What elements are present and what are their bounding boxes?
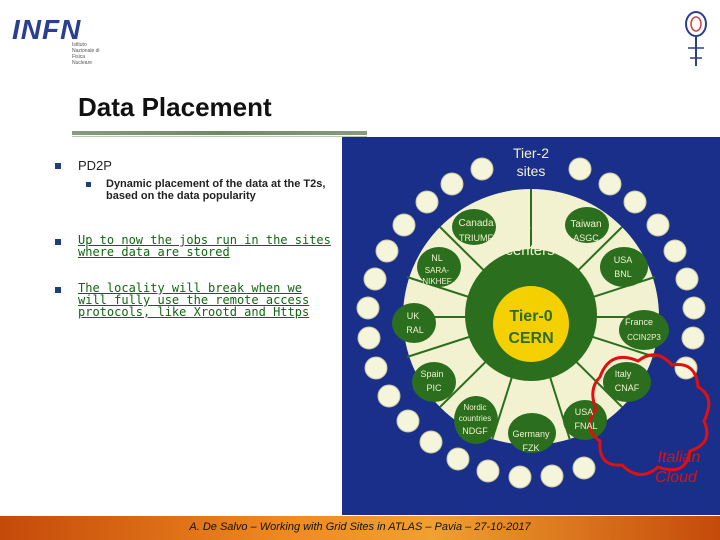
- infn-logo: INFN Istituto Nazionale di Fisica Nuclea…: [8, 14, 103, 66]
- tier0-label-line1: Tier-0: [509, 308, 552, 325]
- bullet-marker: [55, 287, 61, 293]
- tier1-label-line2: centers: [505, 242, 554, 259]
- footer-bar: [0, 516, 720, 540]
- tier2-label-line2: sites: [517, 163, 546, 179]
- site-canada-center: TRIUMF: [459, 233, 493, 243]
- site-uk-center: RAL: [406, 325, 424, 335]
- infn-logo-mark: INFN: [12, 14, 82, 45]
- title-underline-thin: [72, 136, 367, 137]
- tier2-label-line1: Tier-2: [513, 145, 549, 161]
- site-usa-bnl-name: USA: [614, 255, 633, 265]
- tier0-label-line2: CERN: [508, 330, 553, 347]
- site-nordic-name-2: countries: [459, 414, 491, 423]
- italian-cloud-label-1: Italian: [658, 449, 701, 466]
- site-italy-center: CNAF: [615, 383, 640, 393]
- site-usa-fnal-center: FNAL: [574, 421, 597, 431]
- italian-cloud-outline: [588, 353, 711, 476]
- site-italy-name: Italy: [615, 369, 632, 379]
- bullet-pd2p: PD2P: [78, 158, 112, 173]
- site-nl-center-1: SARA-: [425, 266, 450, 275]
- tier1-label-line1: Tier-1: [511, 220, 550, 237]
- site-nordic-name-1: Nordic: [463, 403, 486, 412]
- bullet-marker: [55, 163, 61, 169]
- sub-bullet-marker: [86, 182, 91, 187]
- site-germany-name: Germany: [512, 429, 550, 439]
- italian-cloud-label-2: Cloud: [655, 469, 698, 486]
- site-taiwan-center: ASGC: [573, 233, 599, 243]
- tier0-core: [493, 286, 569, 362]
- site-france-center: CCIN2P3: [627, 333, 661, 342]
- site-canada-name: Canada: [458, 218, 493, 229]
- infn-logo-subtitle: Istituto Nazionale di Fisica Nucleare: [72, 42, 100, 66]
- site-nl-center-2: NIKHEF: [422, 277, 451, 286]
- bullet-remote-access: The locality will break when we will ful…: [78, 281, 310, 319]
- title-underline: [72, 131, 367, 135]
- bullet-pd2p-detail: Dynamic placement of the data at the T2s…: [106, 178, 326, 202]
- tier-diagram: Tier-2 sites Tier-1 centers Tier-0 CERN …: [342, 137, 720, 515]
- footer-caption: A. De Salvo – Working with Grid Sites in…: [189, 521, 531, 533]
- site-nl-name: NL: [431, 253, 443, 263]
- site-germany-center: FZK: [523, 443, 540, 453]
- page-title: Data Placement: [78, 92, 272, 122]
- site-usa-bnl-center: BNL: [614, 269, 632, 279]
- tier1-site-nodes: [392, 207, 669, 453]
- tier2-site-dots: [356, 157, 706, 489]
- site-taiwan-name: Taiwan: [570, 219, 601, 230]
- site-uk-name: UK: [407, 311, 420, 321]
- site-nordic-center: NDGF: [462, 426, 488, 436]
- site-spain-center: PIC: [426, 383, 442, 393]
- site-spain-name: Spain: [420, 369, 443, 379]
- bullet-marker: [55, 239, 61, 245]
- bullet-jobs-locality: Up to now the jobs run in the sites wher…: [78, 233, 331, 259]
- site-usa-fnal-name: USA: [575, 407, 594, 417]
- site-france-name: France: [625, 317, 653, 327]
- atlas-logo-icon: [685, 11, 707, 66]
